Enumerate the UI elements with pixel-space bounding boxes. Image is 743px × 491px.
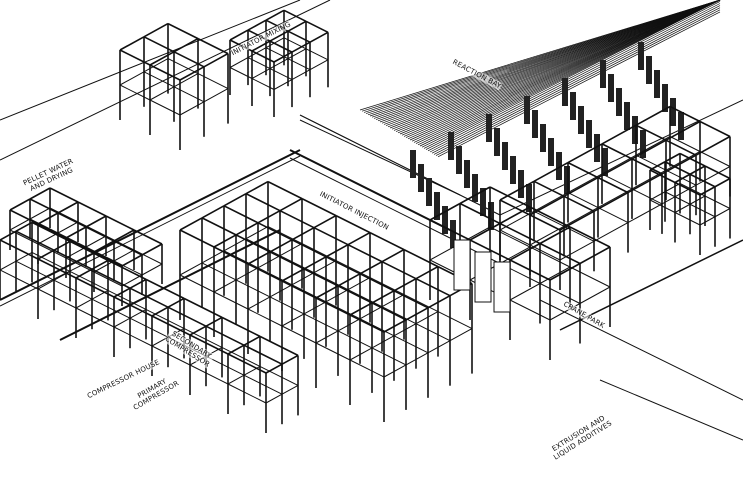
crane-park-frame (649, 152, 731, 255)
reactor-coil (570, 92, 576, 120)
storage-tank (453, 239, 471, 291)
reactor-coil (524, 96, 530, 124)
reactor-coil (532, 110, 538, 138)
reactor-coil (502, 142, 508, 170)
reactor-coil (586, 120, 592, 148)
reactor-coil (456, 146, 462, 174)
upper-frame (119, 22, 229, 150)
storage-tank (474, 251, 492, 303)
pellet-water-frame (9, 187, 163, 306)
initiator-mixing-frame (229, 9, 329, 117)
reactor-coil (488, 202, 494, 230)
reactor-coil (410, 150, 416, 178)
extrusion-tanks (453, 239, 511, 313)
reactor-coil (646, 56, 652, 84)
storage-tank (493, 261, 511, 313)
reactor-coil (562, 78, 568, 106)
reactor-coil (602, 148, 608, 176)
reactor-coil (426, 178, 432, 206)
reactor-coil (640, 130, 646, 158)
reactor-coil (434, 192, 440, 220)
reactor-coil (594, 134, 600, 162)
reactor-coil (654, 70, 660, 98)
reactor-coil (616, 88, 622, 116)
reactor-coil (486, 114, 492, 142)
site-boundary (0, 0, 743, 441)
reactor-coil (540, 124, 546, 152)
reactor-coil (472, 174, 478, 202)
reactor-coil (510, 156, 516, 184)
reactor-coil (480, 188, 486, 216)
reactor-coil (450, 220, 456, 248)
reactor-coil (638, 42, 644, 70)
reactor-coil (624, 102, 630, 130)
reactor-coil (678, 112, 684, 140)
reactor-coil (548, 138, 554, 166)
reactor-coil (662, 84, 668, 112)
reaction-bay (359, 0, 721, 248)
reactor-coil (464, 160, 470, 188)
reactor-coil (564, 166, 570, 194)
reactor-coil (608, 74, 614, 102)
reactor-coil (448, 132, 454, 160)
compressor-house-frame (179, 180, 473, 422)
reactor-coil (494, 128, 500, 156)
reactor-coil (670, 98, 676, 126)
reactor-coil (518, 170, 524, 198)
reactor-coil (632, 116, 638, 144)
reactor-coil (578, 106, 584, 134)
reactor-coil (418, 164, 424, 192)
reactor-coil (442, 206, 448, 234)
reactor-coil (600, 60, 606, 88)
reactor-coil (526, 184, 532, 212)
reactor-coil (556, 152, 562, 180)
right-pipe-rack (499, 105, 731, 290)
